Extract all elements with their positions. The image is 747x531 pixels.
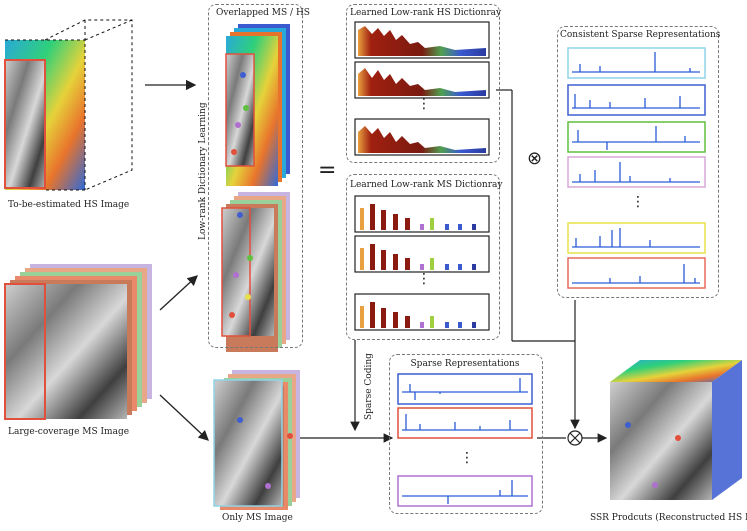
overlap-box xyxy=(208,4,303,348)
product-caption: SSR Prodcuts (Reconstructed HS Image) xyxy=(590,513,747,523)
hs-dict-dots: ⋮ xyxy=(417,96,431,112)
consistent-title: Consistent Sparse Representations xyxy=(560,30,721,40)
arrow-ms-to-onlyms xyxy=(159,394,209,441)
sparse-coding-label: Sparse Coding xyxy=(364,353,374,420)
equals-sign: = xyxy=(318,158,337,183)
sparse-title: Sparse Representations xyxy=(410,359,520,369)
overlap-title: Overlapped MS / HS xyxy=(216,8,310,18)
hs-dict-box xyxy=(346,4,500,163)
only-ms-caption: Only MS Image xyxy=(222,513,293,523)
consistent-dots: ⋮ xyxy=(631,194,645,210)
ms-image-stack xyxy=(4,264,152,420)
ms-dictionary-panels xyxy=(354,195,490,331)
ms-dict-box xyxy=(346,174,500,340)
otimes-symbol: ⊗ xyxy=(527,148,543,169)
sparse-panels xyxy=(397,373,533,507)
sparse-box xyxy=(389,354,543,514)
overlap-ms-stack xyxy=(221,192,290,352)
otimes-node-cross xyxy=(569,432,581,444)
hs-image-cube xyxy=(4,19,133,191)
hs-dictionary-panels xyxy=(354,21,490,156)
arrow-ms-to-overlap xyxy=(159,275,198,311)
ms-dict-title: Learned Low-rank MS Dictionray xyxy=(350,180,503,190)
only-ms-stack xyxy=(213,370,300,510)
ms-dict-dots: ⋮ xyxy=(417,271,431,287)
consistent-panels xyxy=(567,47,706,289)
hs-dict-title: Learned Low-rank HS Dictionray xyxy=(350,8,502,18)
reconstructed-cube xyxy=(610,360,742,500)
overlap-hs-stack xyxy=(225,24,290,186)
hs-image-caption: To-be-estimated HS Image xyxy=(8,200,130,210)
sparse-dots: ⋮ xyxy=(460,450,474,466)
dict-learning-label: Low-rank Dictionary Learning xyxy=(198,102,208,240)
consistent-box xyxy=(557,26,719,298)
ms-image-caption: Large-coverage MS Image xyxy=(8,427,130,437)
